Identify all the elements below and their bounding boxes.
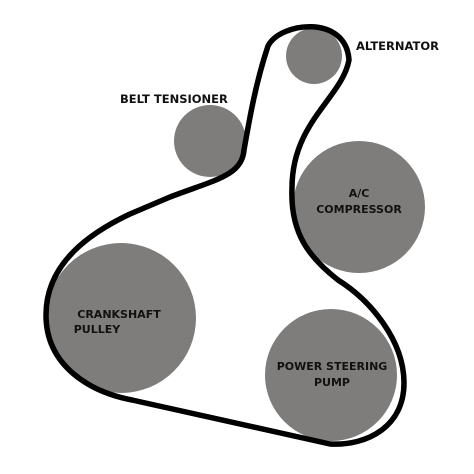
- pulleys: [46, 28, 425, 441]
- belt-tensioner-pulley: [174, 105, 246, 177]
- power-steering-pump-label-line1: POWER STEERING: [277, 360, 388, 373]
- crankshaft-pulley-label-line1: CRANKSHAFT: [77, 308, 161, 321]
- serpentine-belt: [43, 24, 407, 447]
- ac-compressor-pulley: [293, 141, 425, 273]
- crankshaft-pulley: [46, 243, 196, 393]
- power-steering-pump-label-line2: PUMP: [314, 376, 350, 389]
- alternator-label: ALTERNATOR: [356, 39, 439, 53]
- ac-compressor-label-line1: A/C: [349, 187, 370, 200]
- ac-compressor-label-line2: COMPRESSOR: [316, 203, 402, 216]
- crankshaft-pulley-label-line2: PULLEY: [74, 323, 122, 336]
- belt-tensioner-label: BELT TENSIONER: [120, 92, 228, 106]
- alternator-pulley: [286, 28, 342, 84]
- power-steering-pump-pulley: [265, 309, 397, 441]
